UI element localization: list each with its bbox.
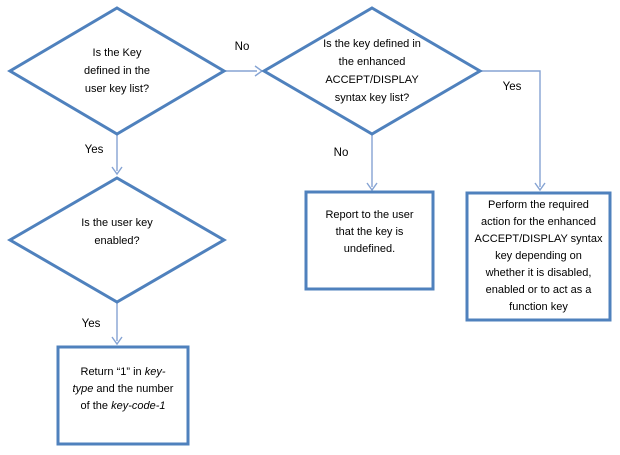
text-segment: Return “1” in xyxy=(80,366,145,378)
text-line: user key list? xyxy=(84,83,150,95)
connector-d2-to-r2 xyxy=(480,70,541,187)
diamond-user-key-defined xyxy=(7,6,227,136)
text-line: of the key-code-1 xyxy=(61,398,185,415)
rect-report-undefined xyxy=(304,190,435,291)
decision-user-key-enabled-text: Is the user key enabled? xyxy=(37,205,197,259)
rect-return-key-type xyxy=(56,345,190,446)
decision-user-key-defined-text: Is the Key defined in the user key list? xyxy=(37,26,197,116)
diamond-enhanced-syntax-key-defined xyxy=(261,6,483,136)
text-line: key depending on xyxy=(495,250,582,262)
process-return-key-type-text: Return “1” in key- type and the number o… xyxy=(61,364,185,415)
text-line: ACCEPT/DISPLAY xyxy=(325,74,419,86)
text-line: syntax key list? xyxy=(334,92,410,104)
text-line: whether it is disabled, xyxy=(485,267,592,279)
text-line: the enhanced xyxy=(338,56,406,68)
text-line: Perform the required xyxy=(488,199,589,211)
rect-perform-enhanced-action xyxy=(465,191,612,322)
connectors xyxy=(111,65,546,346)
edge-label-yes-d3-r3: Yes xyxy=(81,318,101,330)
text-line: ACCEPT/DISPLAY syntax xyxy=(474,233,603,245)
edge-label-no-d2-r1: No xyxy=(333,147,349,159)
edge-label-yes-d2-r2: Yes xyxy=(502,81,522,93)
text-segment: of the xyxy=(80,400,112,412)
diamond-user-key-enabled xyxy=(7,176,227,304)
edge-label-yes-d1-d3: Yes xyxy=(84,144,104,156)
text-line: action for the enhanced xyxy=(481,216,596,228)
text-line: undefined. xyxy=(343,243,396,255)
text-segment-italic: key- xyxy=(144,366,166,378)
edge-label-no-d1-d2: No xyxy=(234,41,250,53)
arrow-head-down-icon xyxy=(534,182,546,192)
text-segment-italic: key-code-1 xyxy=(111,400,166,412)
arrow-head-down-icon xyxy=(366,182,378,192)
process-perform-enhanced-action-text: Perform the required action for the enha… xyxy=(470,197,607,316)
text-line: Report to the user xyxy=(325,209,414,221)
text-line: that the key is xyxy=(335,226,404,238)
text-line: type and the number xyxy=(61,381,185,398)
text-line: enabled? xyxy=(94,235,140,247)
process-report-undefined-text: Report to the user that the key is undef… xyxy=(309,207,430,258)
text-line: Is the user key xyxy=(81,217,153,229)
text-segment-italic: type xyxy=(72,383,94,395)
text-line: Is the key defined in xyxy=(323,38,421,50)
text-line: Return “1” in key- xyxy=(61,364,185,381)
text-line: defined in the xyxy=(83,65,151,77)
text-line: function key xyxy=(509,301,568,313)
text-line: enabled or to act as a xyxy=(485,284,592,296)
decision-enhanced-syntax-key-defined-text: Is the key defined in the enhanced ACCEP… xyxy=(292,33,452,109)
arrow-head-down-icon xyxy=(111,166,123,176)
shapes xyxy=(7,6,612,446)
arrow-head-down-icon xyxy=(111,336,123,346)
text-line: Is the Key xyxy=(92,47,142,59)
text-segment: and the number xyxy=(93,383,174,395)
